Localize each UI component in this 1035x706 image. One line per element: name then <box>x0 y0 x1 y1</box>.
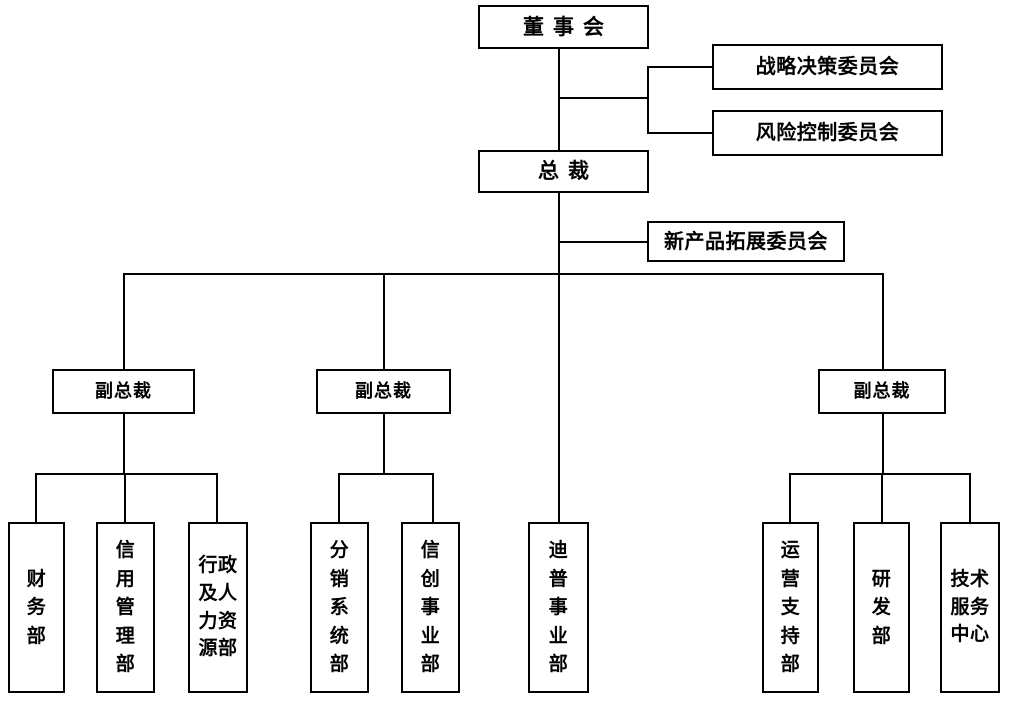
node-risk-committee[interactable]: 风险控制委员会 <box>712 110 943 156</box>
node-vp3[interactable]: 副总裁 <box>818 369 946 414</box>
node-new-product-committee[interactable]: 新产品拓展委员会 <box>647 221 845 262</box>
edge-bracket-strategy <box>647 66 713 68</box>
node-dept-tech-service-label: 技术服务中心 <box>950 568 990 646</box>
edge-vp2-stem <box>383 414 385 474</box>
node-dept-xinchuang[interactable]: 信创事业部 <box>401 522 460 693</box>
edge-vp1-finance <box>35 473 37 523</box>
edge-vp3-tech-service <box>969 473 971 523</box>
node-vp1[interactable]: 副总裁 <box>52 369 195 414</box>
edge-vp3-rnd <box>881 473 883 523</box>
node-dept-operations[interactable]: 运营支持部 <box>762 522 819 693</box>
node-vp1-label: 副总裁 <box>95 380 152 402</box>
node-dept-distribution-label: 分销系统部 <box>329 539 350 676</box>
edge-bus-vp1 <box>123 273 125 369</box>
edge-president-new-product <box>558 241 648 243</box>
node-dept-credit[interactable]: 信用管理部 <box>96 522 155 693</box>
node-vp2[interactable]: 副总裁 <box>316 369 451 414</box>
node-dept-dptech[interactable]: 迪普事业部 <box>528 522 589 693</box>
vp3-child-bus <box>789 473 971 475</box>
node-new-product-committee-label: 新产品拓展委员会 <box>664 228 828 253</box>
node-dept-operations-label: 运营支持部 <box>780 539 801 676</box>
node-strategy-committee-label: 战略决策委员会 <box>755 54 900 79</box>
node-dept-tech-service[interactable]: 技术服务中心 <box>940 522 1000 693</box>
edge-vp1-stem <box>123 414 125 474</box>
edge-board-president <box>558 49 560 150</box>
node-dept-credit-label: 信用管理部 <box>115 539 136 676</box>
edge-vp2-distribution <box>338 473 340 523</box>
node-dept-admin-hr-label: 行政及人力资源部 <box>198 554 238 660</box>
node-vp3-label: 副总裁 <box>853 380 911 402</box>
vp-distribution-bus <box>123 273 884 275</box>
node-board-label: 董事会 <box>523 14 613 39</box>
edge-president-center-stem <box>558 193 560 528</box>
node-president[interactable]: 总裁 <box>478 150 649 193</box>
edge-vp1-admin-hr <box>216 473 218 523</box>
node-dept-rnd[interactable]: 研发部 <box>853 522 910 693</box>
vp2-child-bus <box>338 473 434 475</box>
vp1-child-bus <box>35 473 218 475</box>
edge-bus-vp2 <box>383 273 385 369</box>
edge-board-committee-stub <box>558 97 649 99</box>
edge-vp2-xinchuang <box>432 473 434 523</box>
edge-vp3-operations <box>789 473 791 523</box>
node-dept-finance[interactable]: 财务部 <box>8 522 65 693</box>
node-board[interactable]: 董事会 <box>478 5 649 49</box>
edge-bus-vp3 <box>882 273 884 369</box>
edge-bracket-risk <box>647 132 713 134</box>
edge-vp3-stem <box>882 414 884 474</box>
node-dept-dptech-label: 迪普事业部 <box>548 539 569 676</box>
node-dept-rnd-label: 研发部 <box>871 567 892 647</box>
node-dept-distribution[interactable]: 分销系统部 <box>310 522 369 693</box>
edge-vp1-credit <box>124 473 126 523</box>
node-strategy-committee[interactable]: 战略决策委员会 <box>712 44 943 90</box>
committee-bracket-spine <box>647 66 649 134</box>
node-risk-committee-label: 风险控制委员会 <box>755 120 900 145</box>
node-dept-xinchuang-label: 信创事业部 <box>420 539 441 676</box>
node-president-label: 总裁 <box>538 159 598 184</box>
node-vp2-label: 副总裁 <box>355 380 412 402</box>
node-dept-finance-label: 财务部 <box>26 567 47 647</box>
node-dept-admin-hr[interactable]: 行政及人力资源部 <box>188 522 248 693</box>
